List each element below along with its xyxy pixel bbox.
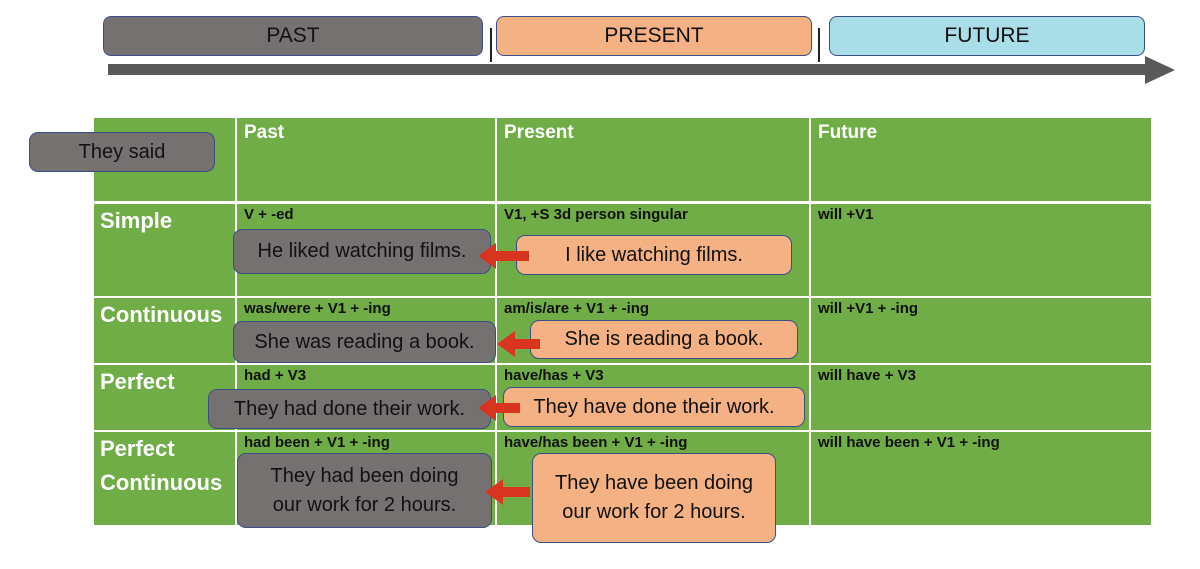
example-text: They had been doing bbox=[270, 464, 459, 487]
present-example-continuous: She is reading a book. bbox=[530, 320, 798, 359]
formula-text: will +V1 bbox=[818, 206, 874, 223]
column-header-label: Present bbox=[504, 122, 574, 143]
column-header-label: Past bbox=[244, 122, 285, 143]
timeline-arrow bbox=[108, 56, 1175, 84]
formula-text: am/is/are + V1 + -ing bbox=[504, 300, 650, 317]
row-label-text: Continuous bbox=[100, 302, 223, 327]
formula-perfect-continuous-future: will have been + V1 + -ing bbox=[811, 432, 1151, 525]
formula-text: had + V3 bbox=[244, 367, 307, 384]
past-example-perfect: They had done their work. bbox=[208, 389, 491, 429]
example-text: They had done their work. bbox=[233, 397, 466, 420]
example-text: They have been doing bbox=[555, 472, 753, 494]
row-label-text: Perfect bbox=[100, 369, 175, 394]
timeline-past-box: PAST bbox=[103, 16, 483, 56]
red-arrow-icon bbox=[478, 395, 520, 421]
formula-continuous-future: will +V1 + -ing bbox=[811, 298, 1151, 363]
formula-text: V1, +S 3d person singular bbox=[504, 206, 688, 223]
timeline-tick bbox=[818, 28, 820, 62]
column-header-label: Future bbox=[818, 122, 878, 143]
formula-text: will have been + V1 + -ing bbox=[818, 434, 1000, 451]
row-label-text: Simple bbox=[100, 208, 173, 233]
past-example-perfect-continuous: They had been doing our work for 2 hours… bbox=[237, 453, 492, 528]
past-example-continuous: She was reading a book. bbox=[233, 321, 496, 363]
timeline-present-label: PRESENT bbox=[604, 24, 704, 47]
formula-text: will have + V3 bbox=[818, 367, 916, 384]
column-header-past: Past bbox=[237, 118, 495, 201]
present-example-perfect: They have done their work. bbox=[503, 387, 805, 427]
formula-text: have/has been + V1 + -ing bbox=[504, 434, 688, 451]
past-example-simple: He liked watching films. bbox=[233, 229, 491, 274]
example-text: She was reading a book. bbox=[254, 330, 475, 353]
red-arrow-icon bbox=[497, 331, 540, 357]
example-text: He liked watching films. bbox=[257, 240, 467, 262]
column-header-future: Future bbox=[811, 118, 1151, 201]
example-text: our work for 2 hours. bbox=[562, 501, 746, 523]
they-said-label: They said bbox=[78, 140, 166, 163]
row-label-simple: Simple bbox=[94, 204, 235, 296]
formula-text: V + -ed bbox=[244, 206, 294, 223]
example-text: She is reading a book. bbox=[564, 328, 764, 350]
timeline-future-box: FUTURE bbox=[829, 16, 1145, 56]
row-label-continuous: Continuous bbox=[94, 298, 235, 363]
column-header-present: Present bbox=[497, 118, 809, 201]
example-text: I like watching films. bbox=[565, 243, 743, 266]
formula-text: was/were + V1 + -ing bbox=[244, 300, 391, 317]
formula-text: have/has + V3 bbox=[504, 367, 604, 384]
timeline-past-label: PAST bbox=[266, 24, 320, 47]
formula-perfect-future: will have + V3 bbox=[811, 365, 1151, 430]
present-example-simple: I like watching films. bbox=[516, 235, 792, 275]
timeline-future-label: FUTURE bbox=[944, 24, 1030, 47]
row-label-perfect-continuous: Perfect Continuous bbox=[94, 432, 235, 525]
example-text: our work for 2 hours. bbox=[272, 493, 457, 516]
red-arrow-icon bbox=[478, 243, 529, 269]
red-arrow-icon bbox=[485, 479, 530, 505]
present-example-perfect-continuous: They have been doing our work for 2 hour… bbox=[532, 453, 776, 543]
row-label-text: Continuous bbox=[100, 470, 223, 495]
formula-simple-future: will +V1 bbox=[811, 204, 1151, 296]
timeline-present-box: PRESENT bbox=[496, 16, 812, 56]
row-label-text: Perfect bbox=[100, 436, 175, 461]
formula-text: had been + V1 + -ing bbox=[244, 434, 390, 451]
timeline-tick bbox=[490, 28, 492, 62]
formula-text: will +V1 + -ing bbox=[818, 300, 919, 317]
they-said-box: They said bbox=[29, 132, 215, 172]
example-text: They have done their work. bbox=[533, 395, 775, 418]
